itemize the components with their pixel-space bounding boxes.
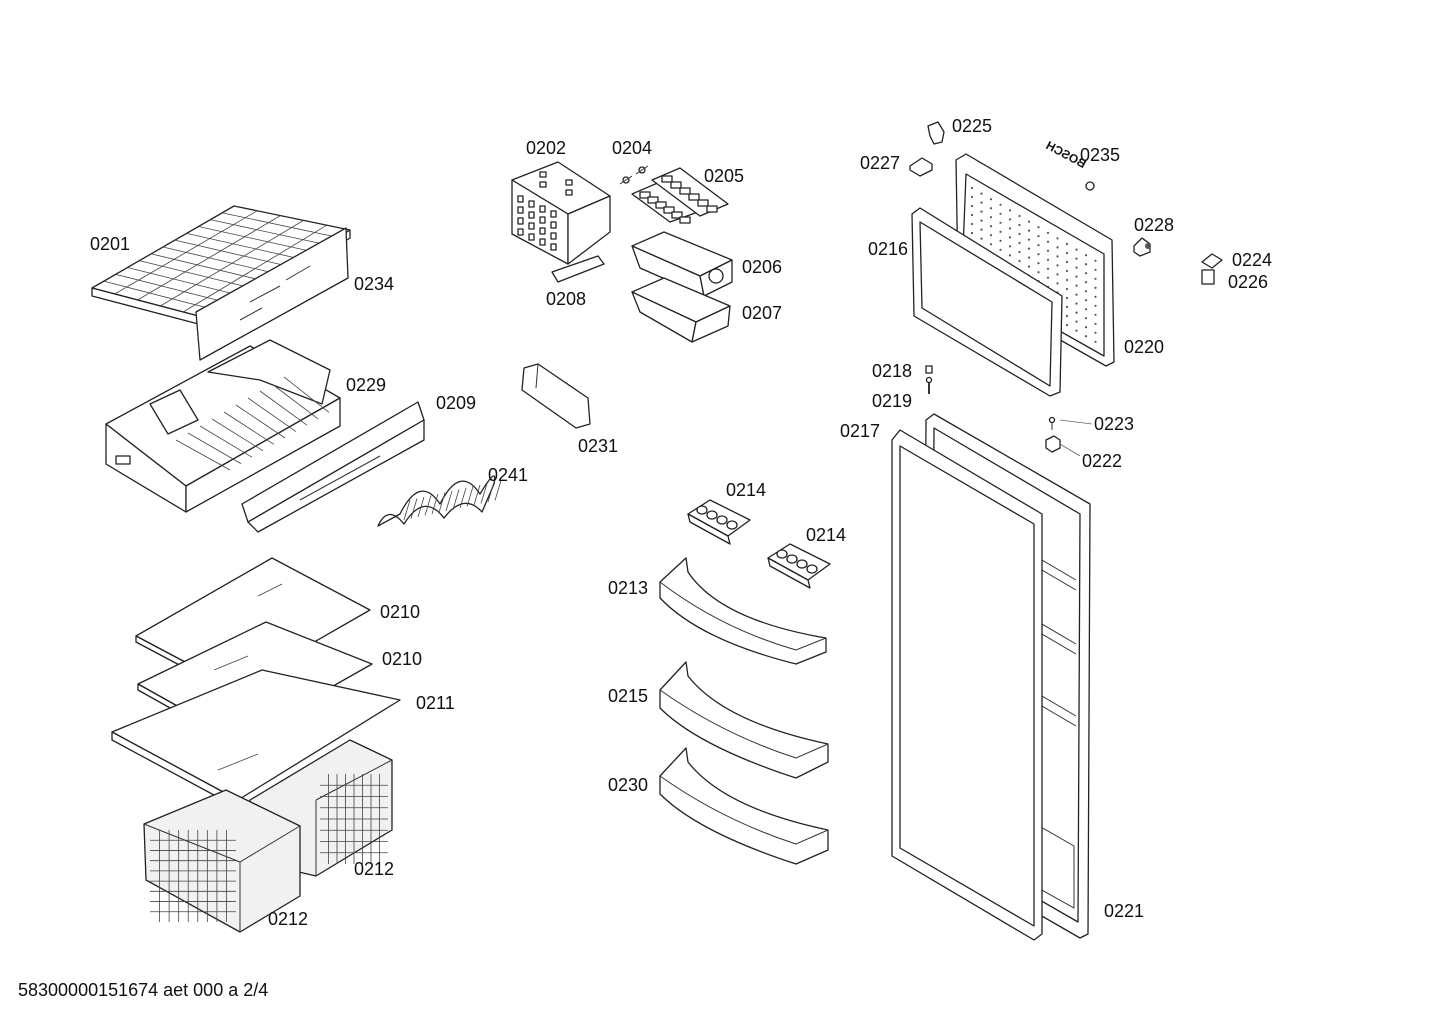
part-0209-front-strip <box>241 401 425 533</box>
label-0227: 0227 <box>860 153 900 173</box>
label-0210-upper: 0210 <box>380 602 420 622</box>
part-0207-ice-bin <box>631 277 731 343</box>
label-0231: 0231 <box>578 436 618 456</box>
label-0241: 0241 <box>488 465 528 485</box>
label-0205: 0205 <box>704 166 744 186</box>
label-0219: 0219 <box>872 391 912 411</box>
label-0225: 0225 <box>952 116 992 136</box>
label-0222: 0222 <box>1082 451 1122 471</box>
label-0218: 0218 <box>872 361 912 381</box>
label-0207: 0207 <box>742 303 782 323</box>
part-labels: 0201 0234 0229 0209 0241 0210 0210 0211 … <box>90 116 1272 929</box>
label-0208: 0208 <box>546 289 586 309</box>
label-0224: 0224 <box>1232 250 1272 270</box>
part-0205-ice-trays <box>631 167 729 224</box>
label-0234: 0234 <box>354 274 394 294</box>
label-0226: 0226 <box>1228 272 1268 292</box>
label-0217: 0217 <box>840 421 880 441</box>
part-0229-drawer <box>105 339 341 513</box>
part-0234-front-panel <box>195 227 349 361</box>
part-0219-screw <box>925 376 933 394</box>
part-0228-hinge <box>1133 237 1151 257</box>
label-0213: 0213 <box>608 578 648 598</box>
label-0204: 0204 <box>612 138 652 158</box>
part-0223-screw <box>1048 416 1056 430</box>
part-0214-egg-tray-lower <box>767 543 831 589</box>
part-0215-door-shelf <box>659 661 829 779</box>
part-0208-strip <box>551 255 605 283</box>
label-0223: 0223 <box>1094 414 1134 434</box>
label-0202: 0202 <box>526 138 566 158</box>
part-0222-block <box>1045 435 1061 453</box>
label-0212-left: 0212 <box>268 909 308 929</box>
part-0204-small-clips <box>619 165 649 185</box>
label-0210-lower: 0210 <box>382 649 422 669</box>
part-0218-nut <box>925 365 933 374</box>
logo-emblem-icon <box>1085 181 1095 191</box>
label-0212-right: 0212 <box>354 859 394 879</box>
label-0209: 0209 <box>436 393 476 413</box>
part-0225-hinge-cap <box>927 121 945 145</box>
label-0229: 0229 <box>346 375 386 395</box>
part-0226-cap <box>1201 269 1215 285</box>
label-0216: 0216 <box>868 239 908 259</box>
label-0214-upper: 0214 <box>726 480 766 500</box>
label-0220: 0220 <box>1124 337 1164 357</box>
label-0215: 0215 <box>608 686 648 706</box>
label-0206: 0206 <box>742 257 782 277</box>
label-0201: 0201 <box>90 234 130 254</box>
part-0217-fridge-gasket <box>891 429 1043 941</box>
part-0227-cover <box>909 157 933 177</box>
part-0224-cap <box>1201 253 1223 269</box>
document-footer-code: 58300000151674 aet 000 a 2/4 <box>18 980 269 1000</box>
label-0221: 0221 <box>1104 901 1144 921</box>
label-0230: 0230 <box>608 775 648 795</box>
part-0214-egg-tray-upper <box>687 499 751 545</box>
part-0241-bottle-rack <box>377 475 502 527</box>
leader-lines <box>1059 419 1093 457</box>
part-0212-crisper-left <box>143 789 301 933</box>
part-0202-cover-box <box>511 161 611 265</box>
label-0228: 0228 <box>1134 215 1174 235</box>
part-0231-flap <box>521 363 591 429</box>
part-0216-freezer-gasket <box>911 207 1063 397</box>
part-0230-door-shelf <box>659 747 829 865</box>
label-0211: 0211 <box>416 693 455 713</box>
part-0213-door-shelf <box>659 557 827 665</box>
label-0235: 0235 <box>1080 145 1120 165</box>
part-0206-tray-holder <box>631 231 733 297</box>
label-0214-lower: 0214 <box>806 525 846 545</box>
